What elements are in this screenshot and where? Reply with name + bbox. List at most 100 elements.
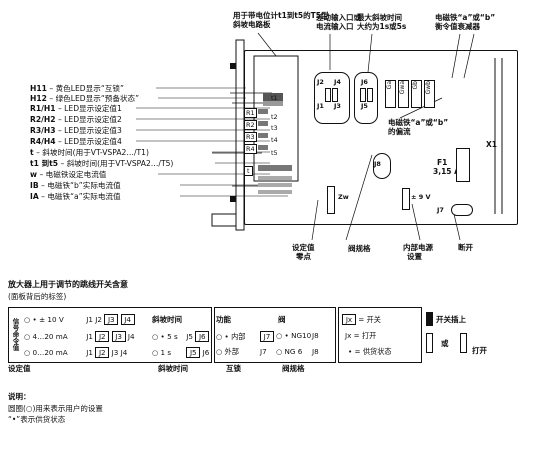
footer-label: 设定值 xyxy=(8,364,31,373)
label-9v: ± 9 V xyxy=(411,193,431,201)
ramp-header: 斜坡时间 xyxy=(152,315,182,324)
table-function xyxy=(214,307,336,363)
circuit-board xyxy=(244,50,518,225)
t-label: t xyxy=(244,166,253,176)
led-h1 xyxy=(258,109,268,114)
pot-zw[interactable] xyxy=(327,186,335,214)
ramp-row[interactable]: ○ • 5 s J5 J6 xyxy=(152,331,210,342)
switch-open-icon-2 xyxy=(460,333,467,353)
pot-gb[interactable]: Gb xyxy=(411,80,422,108)
ramp-label: t4 xyxy=(271,136,278,144)
r-label: R4 xyxy=(244,144,257,154)
ramp-row[interactable]: ○ 1 s J5 J6 xyxy=(152,347,210,358)
led-h2 xyxy=(258,121,268,126)
label-x1: X1 xyxy=(486,140,498,149)
legend-item: R3/H3 – LED显示设定值3 xyxy=(30,126,122,135)
jumper-pin xyxy=(360,88,366,102)
pot-ia xyxy=(258,190,292,194)
setpoint-row[interactable]: ○ 4…20 mA J1 J2 J3 J4 xyxy=(24,331,135,342)
key-row: Jx = 开关 xyxy=(342,314,381,325)
label-internal-power: 内部电源设置 xyxy=(403,243,433,261)
label-j7: J7 xyxy=(437,206,444,214)
led-h11 xyxy=(263,93,283,101)
table-subtitle: (面板背后的标签) xyxy=(8,292,67,301)
pot-gwa[interactable]: Gwa xyxy=(398,80,409,108)
legend-item: H11 – 黄色LED显示“互锁” xyxy=(30,84,124,93)
led-h4 xyxy=(258,145,268,150)
footer-label: 互锁 xyxy=(226,364,241,373)
or-label: 或 xyxy=(441,339,449,348)
pot-w xyxy=(258,176,292,180)
jumper-label: J5 xyxy=(361,102,368,110)
jumper-j8[interactable] xyxy=(373,153,391,179)
legend-item: R1/H1 – LED显示设定值1 xyxy=(30,104,122,113)
label-offset-current: 电磁铁“a”或“b”的偏流 xyxy=(388,118,449,136)
label-max-ramp: 最大斜坡时间大约为1s或5s xyxy=(357,13,407,31)
valve-header: 阀 xyxy=(278,315,286,324)
jumper-label: J6 xyxy=(361,78,368,86)
label-diff-input: 差动输入口或电流输入口 xyxy=(316,13,361,31)
side-label: 信号命令值 xyxy=(11,318,19,351)
note-line: 圆圈(○)用来表示用户的设置 xyxy=(8,404,103,413)
key-row: Jx = 打开 xyxy=(345,331,377,340)
switch-on-label: 开关插上 xyxy=(436,315,466,324)
key-row: • = 供货状态 xyxy=(348,347,392,356)
table-setpoint xyxy=(8,307,212,363)
led-h12 xyxy=(263,101,283,106)
label-valve-size: 阀规格 xyxy=(348,244,371,253)
legend-item: t – 斜坡时间(用于VT-VSPA2…/T1) xyxy=(30,148,149,157)
ramp-label: t3 xyxy=(271,124,278,132)
label-setpoint-zero: 设定值零点 xyxy=(292,243,315,261)
footer-label: 斜坡时间 xyxy=(158,364,188,373)
legend-item: IB – 电磁铁“b”实际电流值 xyxy=(30,181,121,190)
switch-9v[interactable] xyxy=(402,188,410,210)
legend-item: t1 到t5 – 斜坡时间(用于VT-VSPA2…/T5) xyxy=(30,159,174,168)
pot-ib xyxy=(258,183,292,187)
legend-item: R4/H4 – LED显示设定值4 xyxy=(30,137,122,146)
r-label: R1 xyxy=(244,108,257,118)
jumper-label: J1 xyxy=(317,102,324,110)
label-zw: Zw xyxy=(338,193,349,201)
r-label: R2 xyxy=(244,120,257,130)
label-j8: J8 xyxy=(374,160,381,168)
setpoint-row[interactable]: ○ • ± 10 V J1 J2 J3 J4 xyxy=(24,314,135,325)
led-h3 xyxy=(258,133,268,138)
pot-ga[interactable]: Ga xyxy=(385,80,396,108)
fuse-f1 xyxy=(456,148,470,182)
ramp-label: t5 xyxy=(271,149,278,157)
ramp-label: t2 xyxy=(271,113,278,121)
label-solenoid-gain: 电磁铁“a”或“b”衡令值衰减器 xyxy=(435,13,496,31)
label-break: 断开 xyxy=(458,243,473,252)
footer-label: 阀规格 xyxy=(282,364,305,373)
pot-gwb[interactable]: Gwb xyxy=(424,80,435,108)
switch-open-label: 打开 xyxy=(472,346,487,355)
legend-item: H12 – 绿色LED显示“预备状态” xyxy=(30,94,140,103)
note-line: “•”表示供货状态 xyxy=(8,415,66,424)
valve-row[interactable]: ○ • NG10J8 xyxy=(276,331,319,340)
jumper-pin xyxy=(367,88,373,102)
note-title: 说明： xyxy=(8,392,31,401)
legend-item: IA – 电磁铁“a”实际电流值 xyxy=(30,192,121,201)
table-title: 放大器上用于调节的跳线开关含意 xyxy=(8,280,128,289)
jumper-block-j5-j6[interactable] xyxy=(354,72,378,124)
ramp-label: t1 xyxy=(271,94,278,102)
setpoint-row[interactable]: ○ 0…20 mA J1 J2 J3 J4 xyxy=(24,347,128,358)
legend-item: w – 电磁铁设定电流值 xyxy=(30,170,107,179)
pot-t xyxy=(258,165,292,171)
jumper-label: J2 xyxy=(317,78,324,86)
r-label: R3 xyxy=(244,132,257,142)
jumper-j7[interactable] xyxy=(451,204,473,216)
switch-on-icon xyxy=(426,312,433,326)
label-t-card: 用于带电位计t1到t5的T5型斜坡电路板 xyxy=(233,11,329,29)
jumper-label: J3 xyxy=(334,102,341,110)
function-header: 功能 xyxy=(216,315,231,324)
jumper-pin xyxy=(332,88,338,102)
switch-open-icon xyxy=(426,333,433,353)
jumper-label: J4 xyxy=(334,78,341,86)
table-key xyxy=(338,307,422,363)
jumper-pin xyxy=(325,88,331,102)
